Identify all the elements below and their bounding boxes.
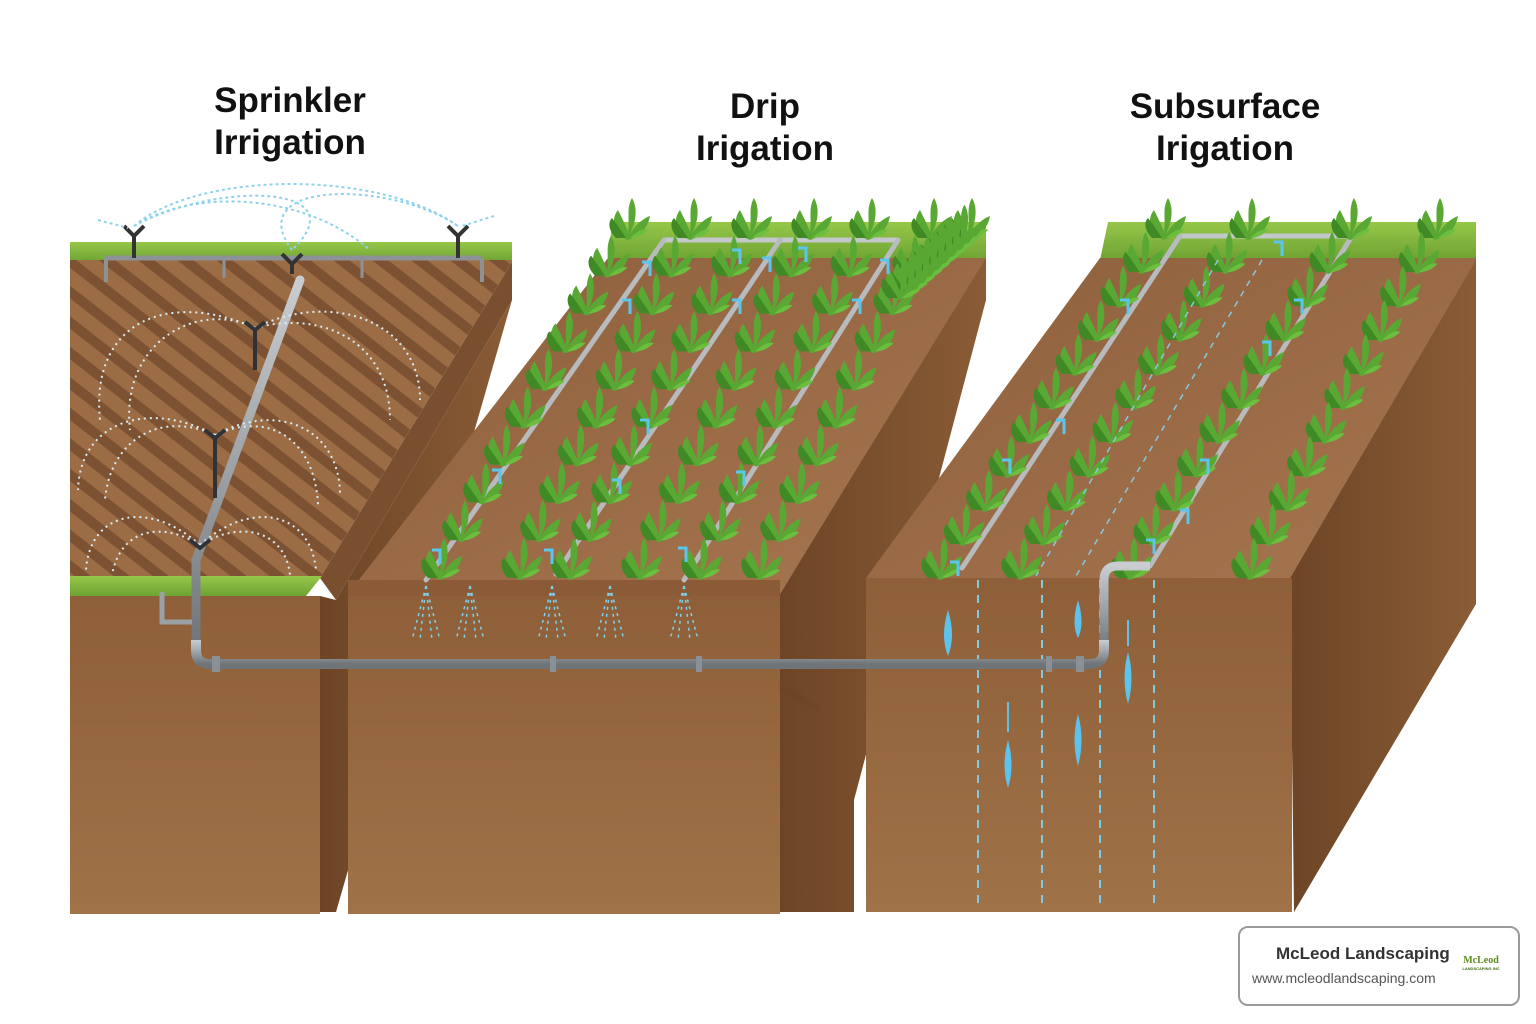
title-line: Irigation <box>1155 129 1295 168</box>
emitter-icon <box>432 548 442 564</box>
water-stream <box>411 585 427 641</box>
emitter-icon <box>1180 508 1190 524</box>
emitter-icon <box>612 478 622 494</box>
emitter-icon <box>950 560 960 576</box>
emitter-icon <box>1294 298 1304 314</box>
water-stream <box>603 585 611 641</box>
emitter-icon <box>736 470 746 486</box>
emitter-icon <box>1200 458 1210 474</box>
furrowed-field <box>70 260 512 578</box>
water-stream <box>683 585 691 641</box>
emitter-icon <box>1274 240 1284 256</box>
emitter-icon <box>852 298 862 314</box>
emitter-icon <box>762 256 772 272</box>
water-stream <box>419 585 427 641</box>
title-line: Irrigation <box>214 123 366 162</box>
emitter-icon <box>1120 298 1130 314</box>
water-spray-arcs <box>97 183 495 251</box>
water-stream <box>595 585 611 641</box>
logo-text: McLeod <box>1463 955 1499 966</box>
water-stream <box>463 585 471 641</box>
emitter-icon <box>732 248 742 264</box>
logo-subtext: LANDSCAPING INC <box>1462 966 1500 971</box>
subsurface-block <box>866 198 1476 912</box>
brand-url[interactable]: www.mcleodlandscaping.com <box>1252 970 1436 986</box>
emitter-icon <box>492 468 502 484</box>
block-side-face <box>320 262 512 600</box>
emitter-icon <box>880 258 890 274</box>
water-stream <box>609 585 625 641</box>
sprinkler-head-icon <box>122 224 146 258</box>
brand-name: McLeod Landscaping <box>1276 944 1450 963</box>
sprinkler-head-icon <box>280 252 304 274</box>
water-stream <box>545 585 553 641</box>
block-side-face <box>1290 260 1476 912</box>
emitter-icon <box>640 418 650 434</box>
title-sprinkler-irrigation: Sprinkler Irrigation <box>160 80 420 164</box>
emitter-icon <box>642 260 652 276</box>
emitter-icon <box>798 246 808 262</box>
water-stream <box>683 585 699 641</box>
emitter-icon <box>1002 458 1012 474</box>
title-line: Irigation <box>695 129 835 168</box>
drip-emitters <box>432 246 890 564</box>
grass-edge-back <box>1100 222 1476 260</box>
planted-field <box>866 258 1476 578</box>
water-stream <box>677 585 685 641</box>
lateral-sprinkler-heads <box>188 320 267 551</box>
drip-water-streams <box>411 585 699 641</box>
water-stream <box>425 585 433 641</box>
brand-card[interactable]: McLeod Landscaping www.mcleodlandscaping… <box>1238 926 1520 1006</box>
emitter-icon <box>1262 340 1272 356</box>
water-stream <box>609 585 617 641</box>
block-front-face <box>348 596 780 914</box>
emitter-icon <box>1056 418 1066 434</box>
emitter-icon <box>678 546 688 562</box>
water-stream <box>455 585 471 641</box>
title-line: Drip <box>730 87 800 126</box>
water-stream <box>537 585 553 641</box>
water-stream <box>469 585 485 641</box>
sprinkler-supply-pipe <box>191 275 305 655</box>
emitter-icon <box>622 298 632 314</box>
emitter-icon <box>732 298 742 314</box>
emitter-icon <box>544 548 554 564</box>
title-drip-irrigation: Drip Irigation <box>640 86 890 170</box>
subsurface-seepage-lines <box>977 580 1155 910</box>
water-droplet-icons <box>944 600 1132 788</box>
subsurface-emitters <box>950 240 1304 576</box>
water-stream <box>551 585 559 641</box>
title-line: Subsurface <box>1129 87 1321 126</box>
water-stream <box>469 585 477 641</box>
main-underground-pipe <box>191 640 1109 669</box>
title-subsurface-irrigation: Subsurface Irigation <box>1100 86 1350 170</box>
sprinkler-head-icon <box>446 224 470 258</box>
water-stream <box>551 585 567 641</box>
brand-logo-icon: McLeod LANDSCAPING INC <box>1460 956 1502 976</box>
pipe-couplings <box>212 656 1084 672</box>
water-stream <box>425 585 441 641</box>
water-stream <box>669 585 685 641</box>
emitter-icon <box>1146 538 1156 554</box>
title-line: Sprinkler <box>214 81 366 120</box>
